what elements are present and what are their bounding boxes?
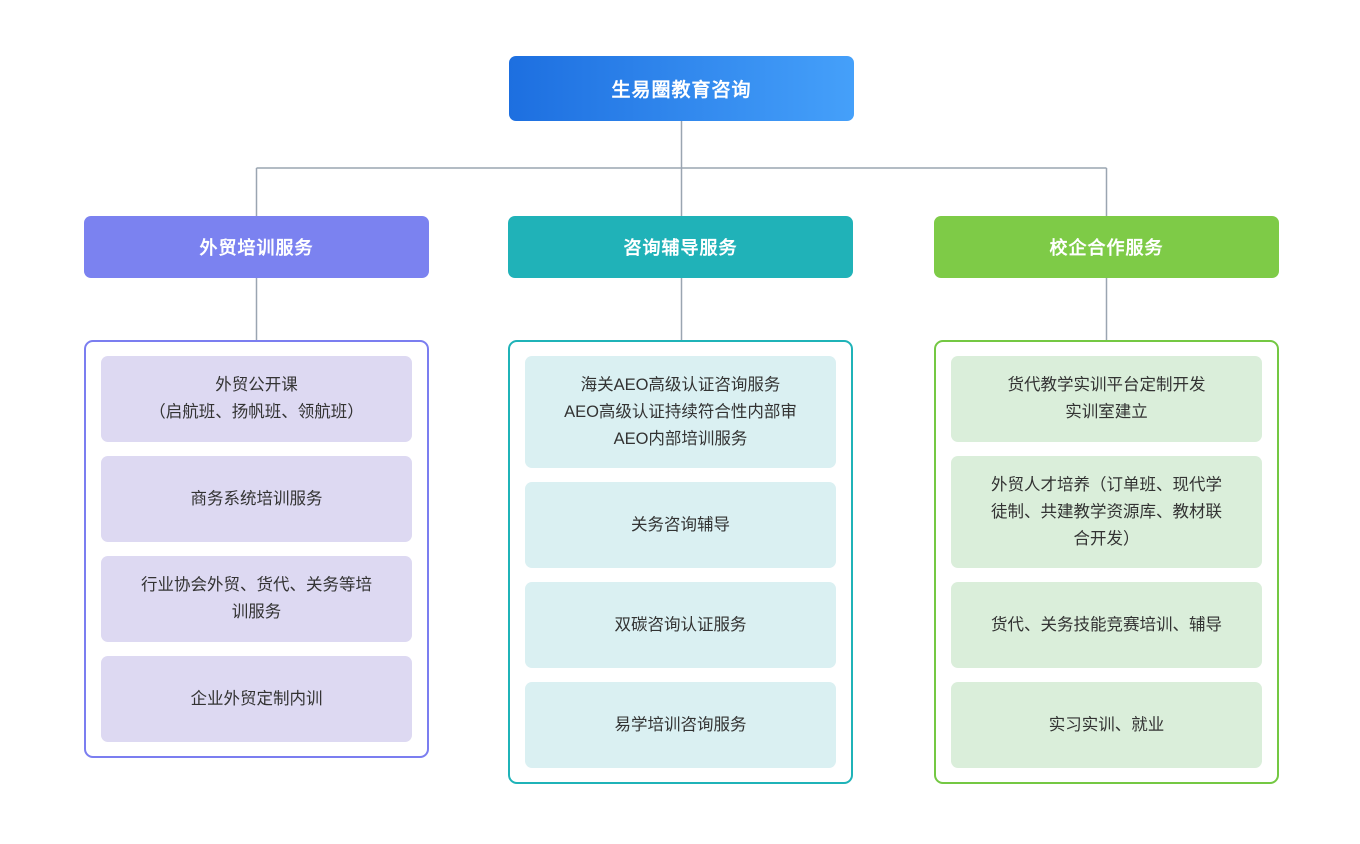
leaf-item-label: 外贸人才培养（订单班、现代学徒制、共建教学资源库、教材联合开发） — [991, 472, 1222, 553]
leaf-item[interactable]: 易学培训咨询服务 — [525, 682, 836, 768]
branch-column-consulting-tutoring: 咨询辅导服务海关AEO高级认证咨询服务 AEO高级认证持续符合性内部审 AEO内部培… — [508, 216, 853, 784]
leaf-item[interactable]: 实习实训、就业 — [951, 682, 1262, 768]
branch-column-school-enterprise-cooperation: 校企合作服务货代教学实训平台定制开发实训室建立外贸人才培养（订单班、现代学徒制、… — [934, 216, 1279, 784]
leaf-item-line: AEO高级认证持续符合性内部审 — [564, 402, 797, 421]
leaf-item-line: AEO内部培训服务 — [613, 429, 748, 448]
branch-header-consulting-tutoring[interactable]: 咨询辅导服务 — [508, 216, 853, 278]
leaf-item[interactable]: 关务咨询辅导 — [525, 482, 836, 568]
leaf-item-label: 商务系统培训服务 — [191, 486, 323, 513]
leaf-item[interactable]: 外贸人才培养（订单班、现代学徒制、共建教学资源库、教材联合开发） — [951, 456, 1262, 568]
leaf-item[interactable]: 行业协会外贸、货代、关务等培训服务 — [101, 556, 412, 642]
leaf-item-line: 企业外贸定制内训 — [190, 689, 323, 708]
leaf-item-line: 训服务 — [231, 603, 282, 621]
leaf-item-line: 外贸公开课 — [215, 376, 298, 394]
branch-group-consulting-tutoring: 海关AEO高级认证咨询服务 AEO高级认证持续符合性内部审 AEO内部培训服务关务咨… — [508, 340, 853, 784]
branch-header-foreign-trade-training[interactable]: 外贸培训服务 — [84, 216, 429, 278]
leaf-item-label: 实习实训、就业 — [1049, 712, 1165, 739]
branch-column-foreign-trade-training: 外贸培训服务外贸公开课 （启航班、扬帆班、领航班） 商务系统培训服务行业协会外贸、货… — [84, 216, 429, 758]
leaf-item-line: 关务咨询辅导 — [631, 515, 730, 534]
leaf-item-label: 双碳咨询认证服务 — [615, 612, 747, 639]
leaf-item-label: 海关AEO高级认证咨询服务 AEO高级认证持续符合性内部审 AEO内部培训服务 — [564, 372, 797, 453]
leaf-item-label: 行业协会外贸、货代、关务等培训服务 — [141, 572, 372, 626]
leaf-item[interactable]: 双碳咨询认证服务 — [525, 582, 836, 668]
leaf-item-label: 货代、关务技能竞赛培训、辅导 — [991, 612, 1222, 639]
branch-header-label: 咨询辅导服务 — [623, 238, 738, 258]
leaf-item-line: 货代、关务技能竞赛培训、辅导 — [991, 615, 1222, 634]
root-node-label: 生易圈教育咨询 — [611, 80, 752, 101]
branch-header-label: 校企合作服务 — [1049, 238, 1164, 258]
leaf-item-label: 企业外贸定制内训 — [191, 686, 323, 713]
leaf-item-label: 外贸公开课 （启航班、扬帆班、领航班） — [149, 372, 364, 426]
leaf-item[interactable]: 货代教学实训平台定制开发实训室建立 — [951, 356, 1262, 442]
leaf-item-line: 行业协会外贸、货代、关务等培 — [141, 576, 372, 594]
leaf-item-line: 双碳咨询认证服务 — [614, 615, 747, 634]
leaf-item-line: （启航班、扬帆班、领航班） — [149, 403, 364, 421]
branch-group-school-enterprise-cooperation: 货代教学实训平台定制开发实训室建立外贸人才培养（订单班、现代学徒制、共建教学资源… — [934, 340, 1279, 784]
branch-group-foreign-trade-training: 外贸公开课 （启航班、扬帆班、领航班） 商务系统培训服务行业协会外贸、货代、关务等培… — [84, 340, 429, 758]
leaf-item-line: 易学培训咨询服务 — [614, 715, 747, 734]
leaf-item[interactable]: 外贸公开课 （启航班、扬帆班、领航班） — [101, 356, 412, 442]
branch-header-label: 外贸培训服务 — [199, 238, 314, 258]
leaf-item-label: 货代教学实训平台定制开发实训室建立 — [1008, 372, 1206, 426]
leaf-item[interactable]: 企业外贸定制内训 — [101, 656, 412, 742]
leaf-item-line: 外贸人才培养（订单班、现代学 — [991, 475, 1222, 494]
leaf-item-line: 货代教学实训平台定制开发 — [1007, 376, 1206, 394]
leaf-item-label: 关务咨询辅导 — [631, 512, 730, 539]
leaf-item[interactable]: 海关AEO高级认证咨询服务 AEO高级认证持续符合性内部审 AEO内部培训服务 — [525, 356, 836, 468]
branch-header-school-enterprise-cooperation[interactable]: 校企合作服务 — [934, 216, 1279, 278]
leaf-item-line: 实习实训、就业 — [1048, 715, 1165, 734]
leaf-item-line: 徒制、共建教学资源库、教材联 — [991, 502, 1222, 521]
leaf-item[interactable]: 商务系统培训服务 — [101, 456, 412, 542]
leaf-item-line: 实训室建立 — [1065, 403, 1148, 421]
leaf-item-line: 海关AEO高级认证咨询服务 — [580, 375, 781, 394]
leaf-item-label: 易学培训咨询服务 — [615, 712, 747, 739]
leaf-item-line: 商务系统培训服务 — [190, 489, 323, 508]
root-node[interactable]: 生易圈教育咨询 — [509, 56, 854, 121]
leaf-item-line: 合开发） — [1073, 529, 1140, 548]
leaf-item[interactable]: 货代、关务技能竞赛培训、辅导 — [951, 582, 1262, 668]
